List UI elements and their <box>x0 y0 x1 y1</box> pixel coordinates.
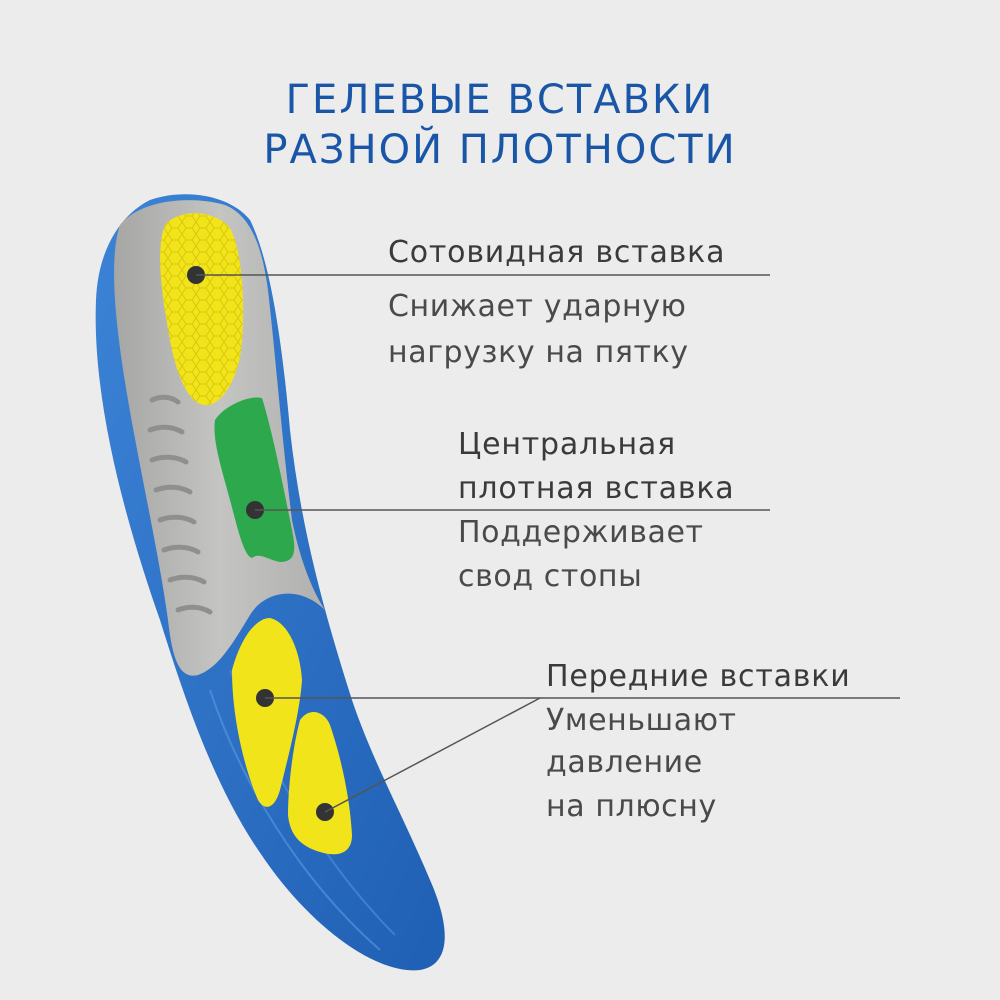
front-inserts-desc-line2: давление <box>546 745 703 780</box>
heel-insert-heading: Сотовидная вставка <box>388 235 726 270</box>
side-ribs <box>147 394 213 615</box>
front-inserts-desc-line1: Уменьшают <box>546 703 737 738</box>
arch-gel-insert <box>214 397 295 562</box>
front-gel-insert-1 <box>232 618 302 807</box>
page-title-line2: РАЗНОЙ ПЛОТНОСТИ <box>263 127 737 173</box>
center-insert-heading-line1: Центральная <box>458 427 676 462</box>
center-insert-desc-line1: Поддерживает <box>458 515 704 550</box>
front-gel-insert-2 <box>288 711 352 855</box>
front-leader-line-2 <box>324 697 541 813</box>
page-title-line1: ГЕЛЕВЫЕ ВСТАВКИ <box>285 77 715 123</box>
center-insert-heading-line2: плотная вставка <box>458 471 735 506</box>
center-insert-desc-line2: свод стопы <box>458 559 643 594</box>
front-inserts-heading: Передние вставки <box>546 659 851 694</box>
heel-insert-desc-line2: нагрузку на пятку <box>388 335 689 370</box>
heel-insert-desc-line1: Снижает ударную <box>388 289 687 324</box>
front-inserts-desc-line3: на плюсну <box>546 789 717 824</box>
